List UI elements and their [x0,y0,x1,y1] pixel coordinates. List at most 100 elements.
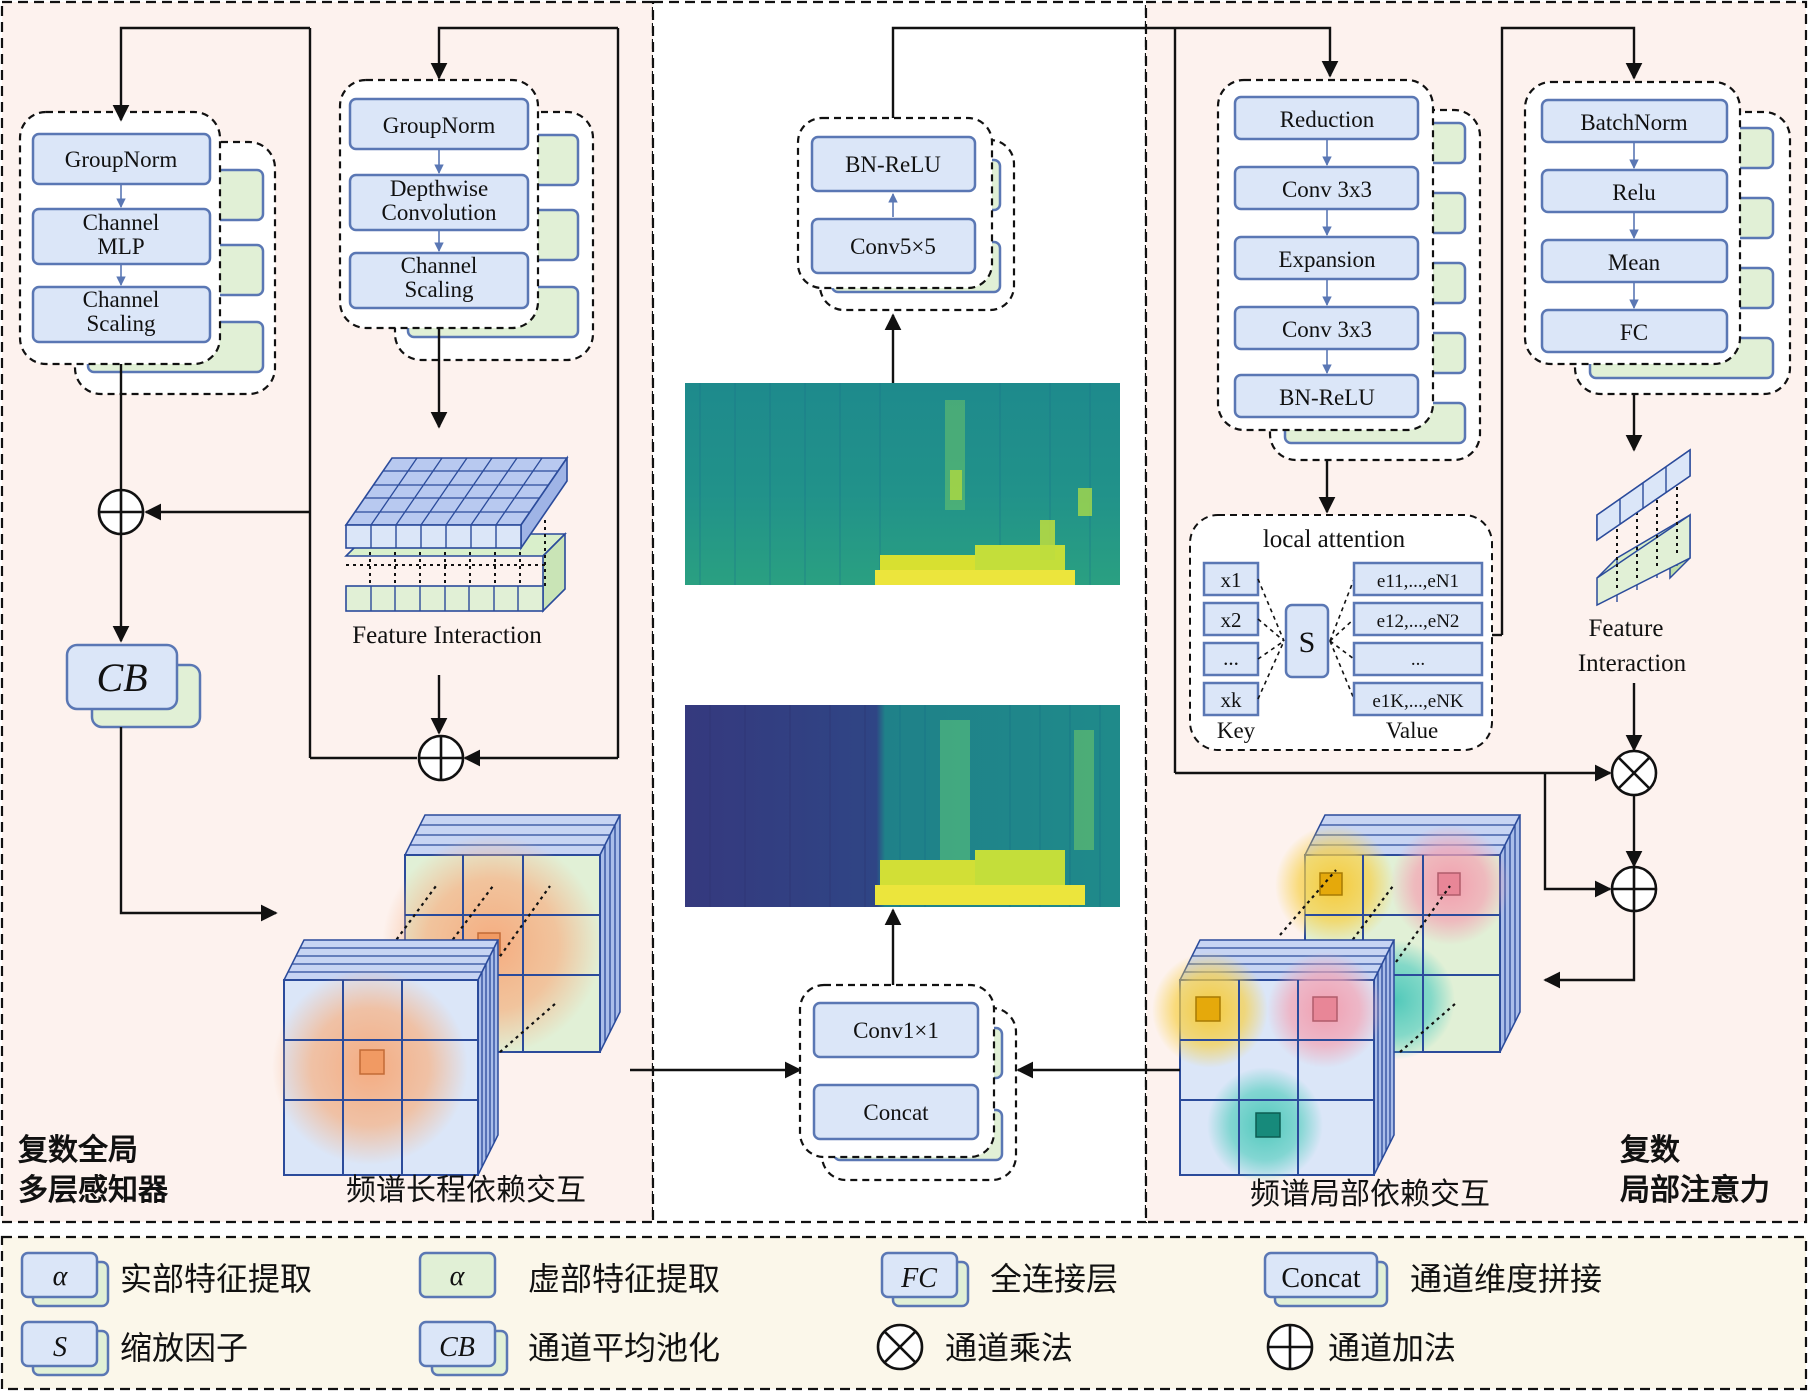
svg-text:Channel: Channel [401,253,478,278]
legend-channel-add: 通道加法 [1266,1323,1456,1371]
svg-text:全连接层: 全连接层 [990,1260,1118,1298]
svg-text:FC: FC [900,1263,937,1294]
spectral-local-cubes [1152,814,1522,1183]
spectrogram-bottom [685,705,1120,907]
svg-text:Reduction: Reduction [1280,107,1375,132]
legend-scaling-factor: S 缩放因子 [20,1320,248,1377]
svg-text:MLP: MLP [97,234,144,259]
svg-text:Depthwise: Depthwise [390,176,488,201]
block-a-channel-scaling: Channel Scaling [31,285,212,344]
svg-text:α: α [53,1261,69,1292]
svg-text:BatchNorm: BatchNorm [1580,110,1687,135]
block-b-depthwise-convolution: Depthwise Convolution [348,173,530,232]
svg-text:Expansion: Expansion [1278,247,1376,272]
block-d-relu: Relu [1540,168,1729,214]
svg-text:Concat: Concat [863,1100,929,1125]
svg-text:xk: xk [1221,688,1243,712]
svg-text:通道平均池化: 通道平均池化 [528,1329,720,1367]
block-c-expansion: Expansion [1233,235,1420,281]
key-label: Key [1217,718,1256,743]
block-c-reduction: Reduction [1233,95,1420,141]
svg-text:Convolution: Convolution [381,200,497,225]
svg-text:通道乘法: 通道乘法 [945,1329,1073,1367]
feature-interaction-right-line2: Interaction [1578,650,1687,677]
svg-text:...: ... [1411,649,1425,670]
right-panel-title-line1: 复数 [1620,1133,1681,1168]
svg-text:...: ... [1223,646,1239,670]
svg-text:α: α [450,1261,466,1292]
legend-channel-avg-pool: CB 通道平均池化 [418,1320,720,1377]
block-a-groupnorm: GroupNorm [31,132,212,186]
svg-text:Relu: Relu [1612,180,1656,205]
svg-text:通道加法: 通道加法 [1328,1329,1456,1367]
block-c-conv3x3: Conv 3x3 [1233,165,1420,211]
block-a-channel-mlp: Channel MLP [31,207,212,266]
svg-text:Scaling: Scaling [87,311,156,336]
svg-text:缩放因子: 缩放因子 [120,1329,248,1367]
svg-text:e1K,...,eNK: e1K,...,eNK [1372,691,1464,712]
concat-block: Concat [812,1083,980,1141]
svg-text:CB: CB [96,655,147,700]
svg-text:实部特征提取: 实部特征提取 [120,1260,312,1298]
right-panel-title-line2: 局部注意力 [1620,1173,1770,1208]
legend-fc: FC 全连接层 [880,1251,1118,1308]
svg-text:虚部特征提取: 虚部特征提取 [528,1260,720,1298]
channel-add-icon [417,734,465,782]
svg-text:BN-ReLU: BN-ReLU [845,152,941,177]
svg-text:BN-ReLU: BN-ReLU [1279,385,1375,410]
legend-real: α 实部特征提取 [20,1251,312,1308]
block-c-conv3x3: Conv 3x3 [1233,305,1420,351]
value-label: Value [1386,718,1438,743]
channel-add-icon [97,488,145,536]
local-attention-title: local attention [1263,526,1406,553]
svg-text:GroupNorm: GroupNorm [383,113,496,138]
left-panel-title-line1: 复数全局 [18,1133,138,1168]
channel-avg-pool-block: CB [65,643,179,711]
svg-text:Conv 3x3: Conv 3x3 [1282,317,1372,342]
svg-text:e12,...,eN2: e12,...,eN2 [1377,611,1460,632]
svg-text:Conv1×1: Conv1×1 [853,1018,939,1043]
svg-text:GroupNorm: GroupNorm [65,147,178,172]
block-d-fc: FC [1540,308,1729,354]
right-cube-caption: 频谱局部依赖交互 [1250,1177,1490,1212]
legend-imag: α 虚部特征提取 [418,1251,720,1299]
block-d-mean: Mean [1540,238,1729,284]
legend-concat: Concat 通道维度拼接 [1263,1251,1602,1308]
conv1x1-block: Conv1×1 [812,1001,980,1059]
value-list: e11,...,eN1 e12,...,eN2 ... e1K,...,eNK [1352,561,1484,717]
key-list: x1 x2 ... xk [1202,561,1260,717]
left-cube-caption: 频谱长程依赖交互 [346,1173,586,1208]
feature-interaction-label: Feature Interaction [352,622,542,649]
spectrogram-top [685,383,1120,585]
block-b-groupnorm: GroupNorm [348,97,530,151]
block-b-channel-scaling: Channel Scaling [348,251,530,310]
svg-text:Channel: Channel [83,287,160,312]
svg-text:Channel: Channel [83,210,160,235]
feature-interaction-right-line1: Feature [1589,615,1664,642]
spectral-long-range-cubes [272,814,622,1176]
svg-text:Mean: Mean [1608,250,1661,275]
svg-text:S: S [53,1332,67,1363]
svg-text:x1: x1 [1221,568,1242,592]
svg-text:CB: CB [439,1332,475,1363]
legend-channel-multiply: 通道乘法 [876,1323,1073,1371]
conv5x5-block: Conv5×5 [810,217,977,275]
svg-text:S: S [1299,626,1316,659]
svg-text:x2: x2 [1221,608,1242,632]
svg-text:e11,...,eN1: e11,...,eN1 [1377,571,1459,592]
svg-text:FC: FC [1620,320,1648,345]
bn-relu-block: BN-ReLU [810,135,977,193]
svg-text:Conv 3x3: Conv 3x3 [1282,177,1372,202]
scaling-factor-block: S [1284,603,1330,679]
block-d-batchnorm: BatchNorm [1540,98,1729,144]
feature-interaction-bars [1596,448,1691,607]
svg-text:Scaling: Scaling [405,277,474,302]
svg-text:Conv5×5: Conv5×5 [850,234,936,259]
feature-interaction-slabs [344,455,569,613]
svg-text:Concat: Concat [1281,1263,1361,1294]
channel-multiply-icon [1610,749,1658,797]
left-panel-title-line2: 多层感知器 [18,1173,169,1208]
svg-text:通道维度拼接: 通道维度拼接 [1410,1260,1602,1298]
block-c-bn-relu: BN-ReLU [1233,373,1420,419]
